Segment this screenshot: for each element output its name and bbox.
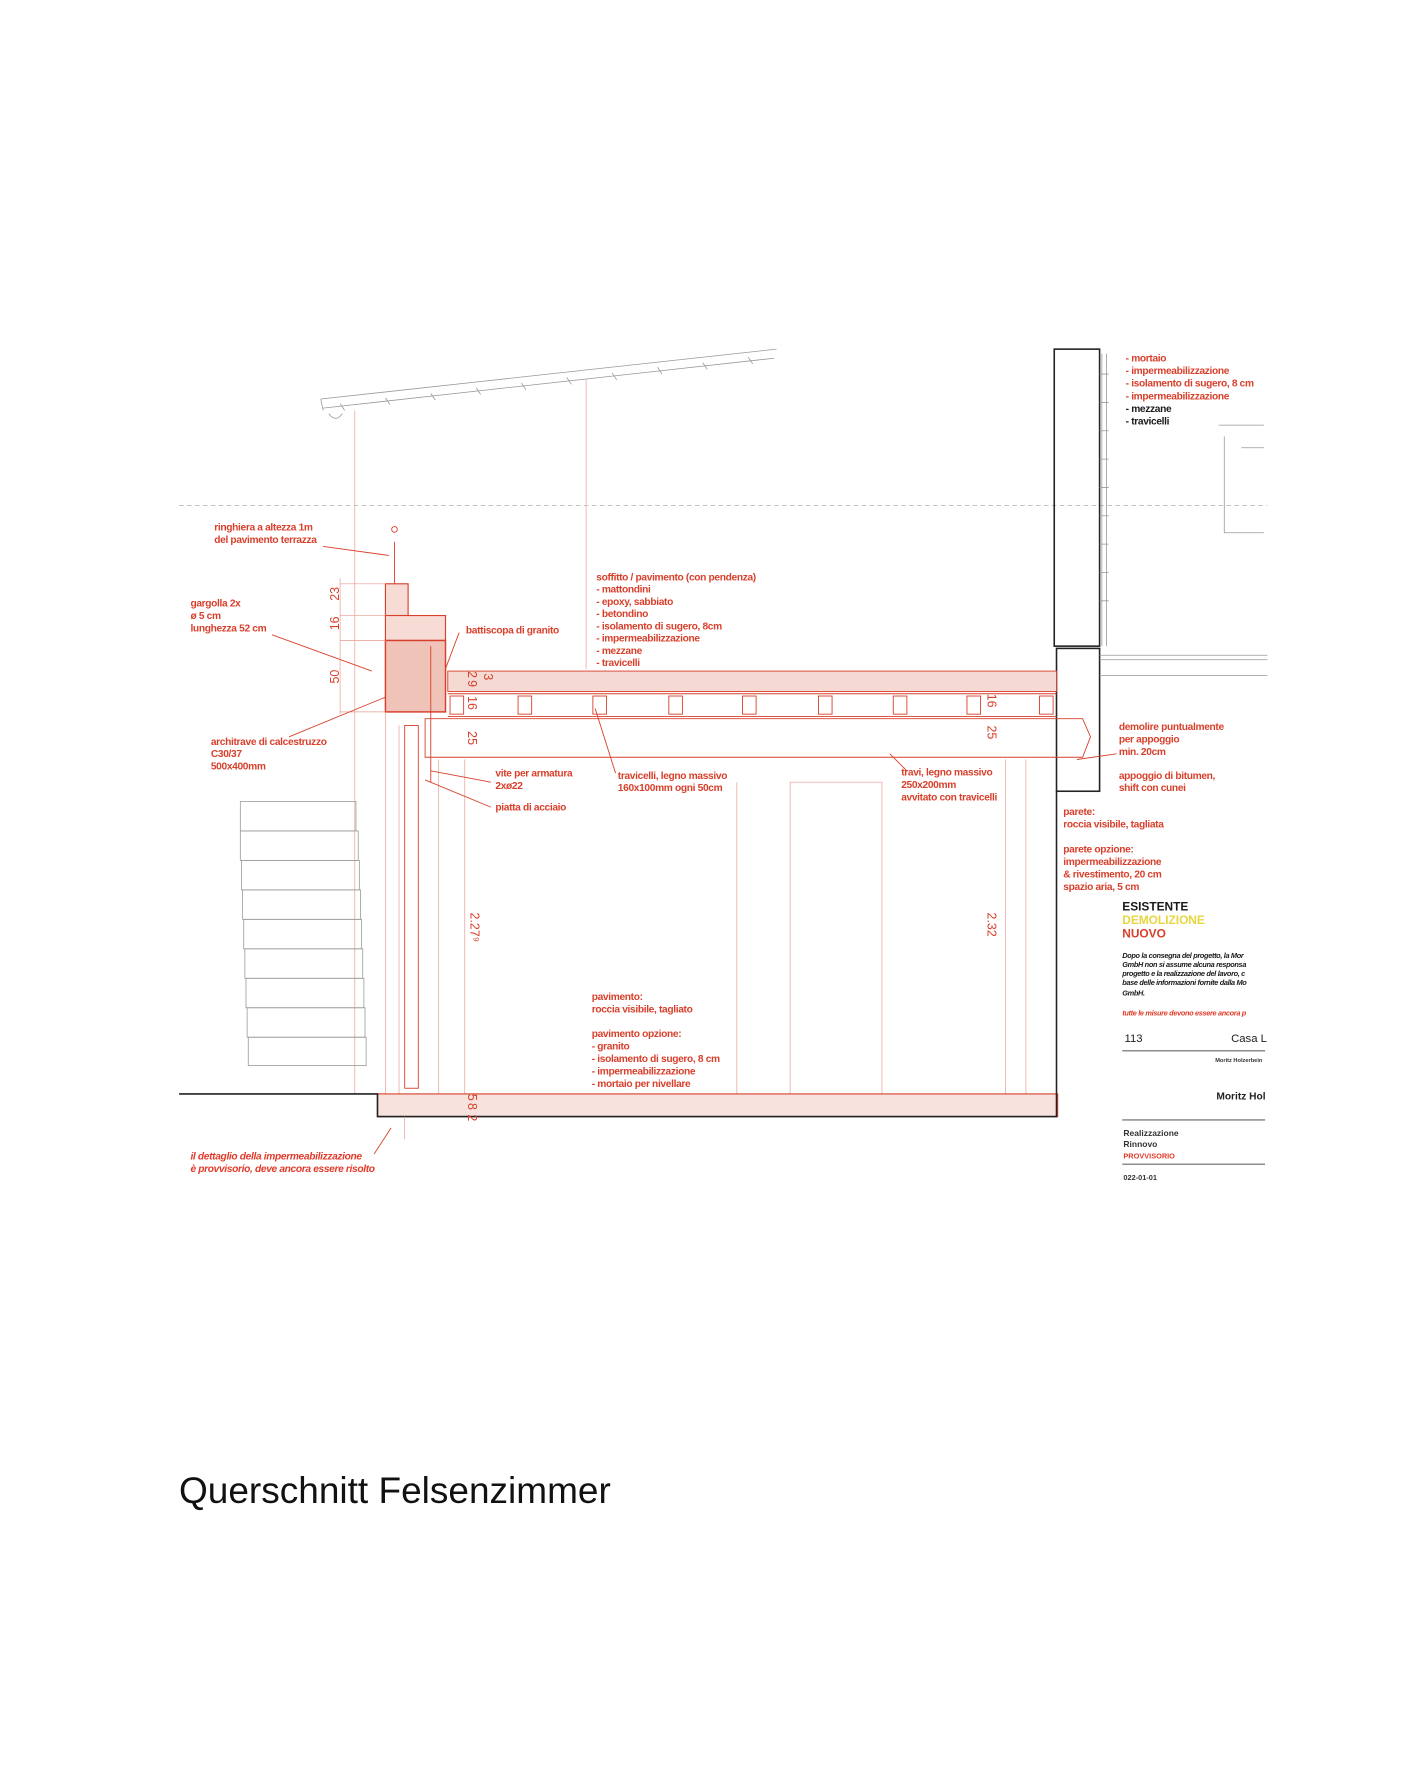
- svg-text:parete:roccia visibile, taglia: parete:roccia visibile, tagliata: [1063, 807, 1164, 830]
- figure-caption: Querschnitt Felsenzimmer: [179, 1470, 611, 1511]
- room-walls: [179, 711, 1059, 1140]
- dim-floor-2: 8: [465, 1103, 479, 1110]
- dim-slab-3: 3: [481, 673, 495, 680]
- legend-existing: ESISTENTE: [1122, 899, 1188, 913]
- status-badge: PROVVISORIO: [1123, 1152, 1175, 1161]
- dim-joist-right: 16: [984, 694, 998, 708]
- label-floor: pavimento:: [592, 992, 643, 1003]
- author-name: Moritz Hol: [1216, 1092, 1265, 1103]
- existing-roof: [320, 348, 777, 1094]
- label-wall-option: parete opzione:: [1063, 844, 1133, 855]
- dim-floor-1: 5: [465, 1094, 479, 1101]
- label-steel-plate: piatta di acciaio: [495, 803, 566, 814]
- dim-parapet-mid: 16: [328, 616, 342, 630]
- label-roof-layers: - mortaio- impermeabilizzazione- isolame…: [1126, 354, 1254, 428]
- phase-label: Realizzazione: [1123, 1128, 1179, 1138]
- label-floor-option: pavimento opzione:: [592, 1029, 682, 1040]
- dim-joist-left: 16: [465, 696, 479, 710]
- dim-slab-1: 2: [465, 671, 479, 678]
- label-waterproofing-note: il dettaglio della impermeabilizzazione: [190, 1152, 362, 1163]
- svg-text:pavimento:roccia visibile, tag: pavimento:roccia visibile, tagliato: [592, 992, 693, 1015]
- leader-lines: [271, 545, 1117, 1155]
- legend-new: NUOVO: [1122, 926, 1166, 940]
- svg-text:appoggio di bitumen,shift con: appoggio di bitumen,shift con cunei: [1119, 771, 1216, 794]
- dimensions: 23 16 50 2 9 3 16 25 16 25 2.27⁹ 2.32 5 …: [328, 587, 998, 1121]
- dim-height-left: 2.27⁹: [467, 913, 481, 943]
- title-block: ESISTENTE DEMOLIZIONE NUOVO Dopo la cons…: [1121, 899, 1267, 1182]
- existing-stairs: [239, 801, 367, 1066]
- project-name: Casa L: [1231, 1033, 1267, 1045]
- label-skirting: battiscopa di granito: [466, 626, 559, 637]
- label-wall: parete:: [1063, 807, 1095, 818]
- parapet-concrete-lintel: [339, 526, 447, 783]
- label-rebar-screw: vite per armatura: [495, 769, 573, 780]
- floor-ceiling-slab: [424, 670, 1092, 758]
- svg-text:parete opzione:impermeabilizza: parete opzione:impermeabilizzazione& riv…: [1063, 844, 1162, 892]
- label-demolish: demolire puntualmente: [1119, 722, 1225, 733]
- dim-floor-3: 2: [465, 1114, 479, 1121]
- drawing-date: 022-01-01: [1123, 1173, 1157, 1182]
- warning-text: tutte le misure devono essere ancora p: [1122, 1009, 1247, 1018]
- dim-beam-right: 25: [984, 725, 998, 739]
- label-joists: travicelli, legno massivo: [618, 771, 727, 782]
- label-beams: travi, legno massivo: [901, 767, 992, 778]
- project-number: 113: [1125, 1033, 1143, 1045]
- label-ceiling-layers: soffitto / pavimento (con pendenza)- mat…: [596, 572, 756, 669]
- dim-parapet-lintel: 50: [328, 670, 342, 684]
- dim-parapet-top: 23: [328, 587, 342, 601]
- svg-text:il dettaglio della impermeabil: il dettaglio della impermeabilizzazioneè…: [190, 1152, 374, 1175]
- dim-beam-left: 25: [465, 731, 479, 745]
- label-lintel: architrave di calcestruzzo: [211, 737, 327, 748]
- dim-slab-2: 9: [465, 680, 479, 687]
- legend-demolition: DEMOLIZIONE: [1122, 913, 1205, 927]
- small-author: Moritz Holzerbein: [1215, 1058, 1263, 1064]
- existing-right-wall: [1053, 348, 1268, 793]
- label-railing: ringhiera a altezza 1m: [214, 523, 313, 534]
- label-gargoyle: gargolla 2x: [190, 598, 241, 609]
- svg-text:pavimento opzione:- granito- i: pavimento opzione:- granito- isolamento …: [592, 1029, 720, 1090]
- dim-height-right: 2.32: [984, 913, 998, 937]
- label-bitumen-support: appoggio di bitumen,: [1119, 771, 1216, 782]
